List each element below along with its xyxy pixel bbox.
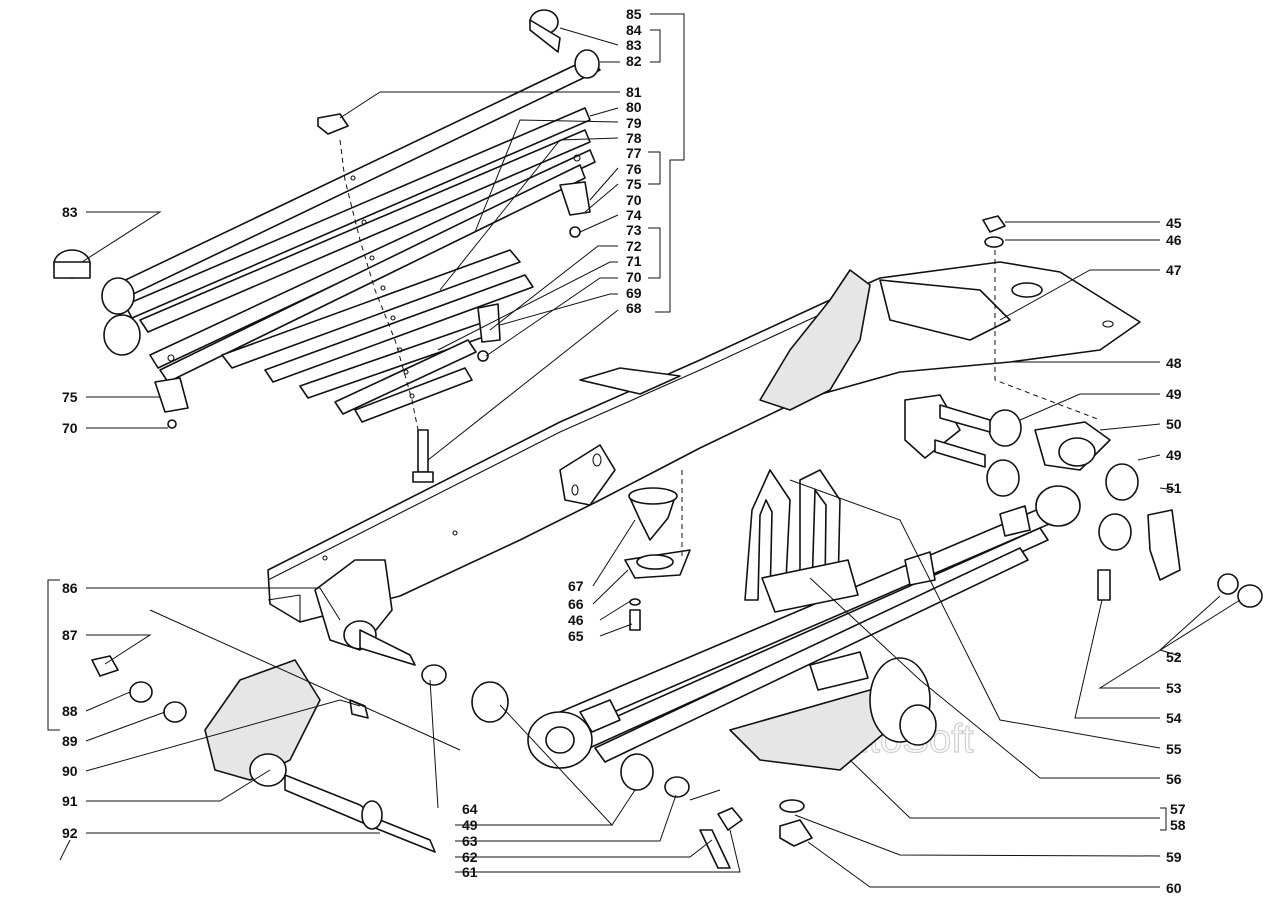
callout-77: 77 <box>626 145 642 161</box>
callout-labels: 85 84 83 82 81 80 79 78 77 76 75 70 74 7… <box>62 6 1186 896</box>
callout-70: 70 <box>62 420 78 436</box>
callout-90: 90 <box>62 763 78 779</box>
callout-53: 53 <box>1166 680 1182 696</box>
callout-57: 57 <box>1170 801 1186 817</box>
frame-rail <box>267 261 1141 623</box>
callout-79: 79 <box>626 115 642 131</box>
callout-49: 49 <box>462 817 478 833</box>
callout-67: 67 <box>568 578 584 594</box>
callout-47: 47 <box>1166 262 1182 278</box>
callout-59: 59 <box>1166 849 1182 865</box>
callout-72: 72 <box>626 238 642 254</box>
callout-68: 68 <box>626 300 642 316</box>
callout-81: 81 <box>626 84 642 100</box>
callout-46: 46 <box>1166 232 1182 248</box>
callout-51: 51 <box>1166 480 1182 496</box>
callout-71: 71 <box>626 253 642 269</box>
callout-84: 84 <box>626 22 642 38</box>
callout-66: 66 <box>568 596 584 612</box>
callout-69: 69 <box>626 285 642 301</box>
callout-48: 48 <box>1166 355 1182 371</box>
callout-87: 87 <box>62 627 78 643</box>
callout-45: 45 <box>1166 215 1182 231</box>
callout-52: 52 <box>1166 649 1182 665</box>
callout-82: 82 <box>626 53 642 69</box>
callout-56: 56 <box>1166 771 1182 787</box>
callout-83: 83 <box>626 37 642 53</box>
callout-75: 75 <box>62 389 78 405</box>
callout-70: 70 <box>626 269 642 285</box>
callout-83: 83 <box>62 204 78 220</box>
callout-61: 61 <box>462 864 478 880</box>
callout-73: 73 <box>626 222 642 238</box>
callout-85: 85 <box>626 6 642 22</box>
front-bracket-assembly <box>91 559 743 869</box>
callout-92: 92 <box>62 825 78 841</box>
callout-89: 89 <box>62 733 78 749</box>
callout-49: 49 <box>1166 447 1182 463</box>
callout-64: 64 <box>462 801 478 817</box>
callout-62: 62 <box>462 849 478 865</box>
upper-leaf-spring-assembly <box>53 9 601 483</box>
callout-76: 76 <box>626 161 642 177</box>
callout-54: 54 <box>1166 710 1182 726</box>
callout-65: 65 <box>568 628 584 644</box>
callout-78: 78 <box>626 130 642 146</box>
callout-60: 60 <box>1166 880 1182 896</box>
callout-55: 55 <box>1166 741 1182 757</box>
callout-50: 50 <box>1166 416 1182 432</box>
callout-74: 74 <box>626 207 642 223</box>
callout-91: 91 <box>62 793 78 809</box>
callout-80: 80 <box>626 99 642 115</box>
callout-88: 88 <box>62 703 78 719</box>
leader-lines <box>47 13 1241 888</box>
callout-49: 49 <box>1166 386 1182 402</box>
callout-58: 58 <box>1170 817 1186 833</box>
callout-86: 86 <box>62 580 78 596</box>
lower-leaf-spring-assembly <box>527 215 1263 847</box>
callout-46: 46 <box>568 612 584 628</box>
callout-70: 70 <box>626 192 642 208</box>
callout-75: 75 <box>626 176 642 192</box>
callout-63: 63 <box>462 833 478 849</box>
